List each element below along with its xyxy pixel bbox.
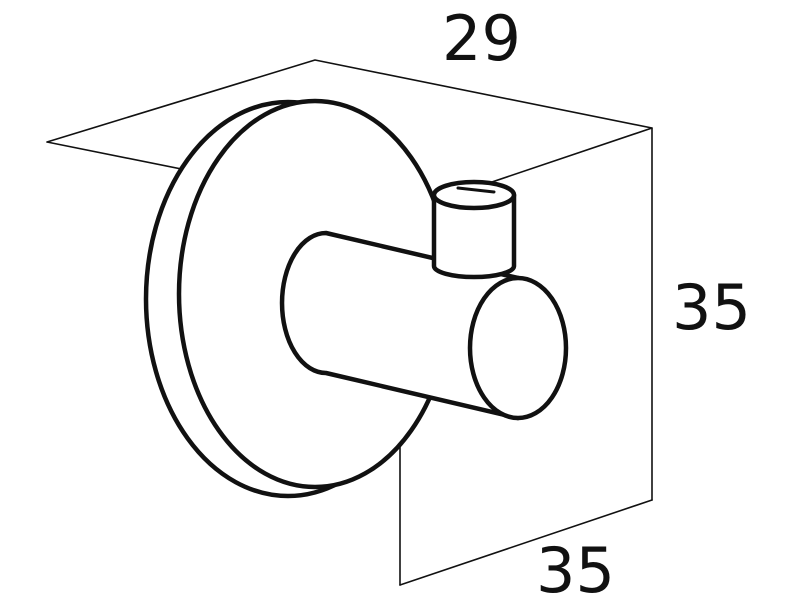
hook-knob-top [431,179,517,211]
hook-arm [279,230,569,421]
hook-arm-end-cap [467,275,569,421]
hook-knob-slot [456,186,496,194]
hook-arm-body [279,230,521,421]
width-dimension-label: 29 [442,2,521,75]
hook-knob-body [431,192,517,280]
depth-dimension-label: 35 [536,534,615,600]
hook-knob [431,179,517,280]
height-dimension-label: 35 [672,271,751,344]
bounding-box-bottom-edge [399,499,653,586]
